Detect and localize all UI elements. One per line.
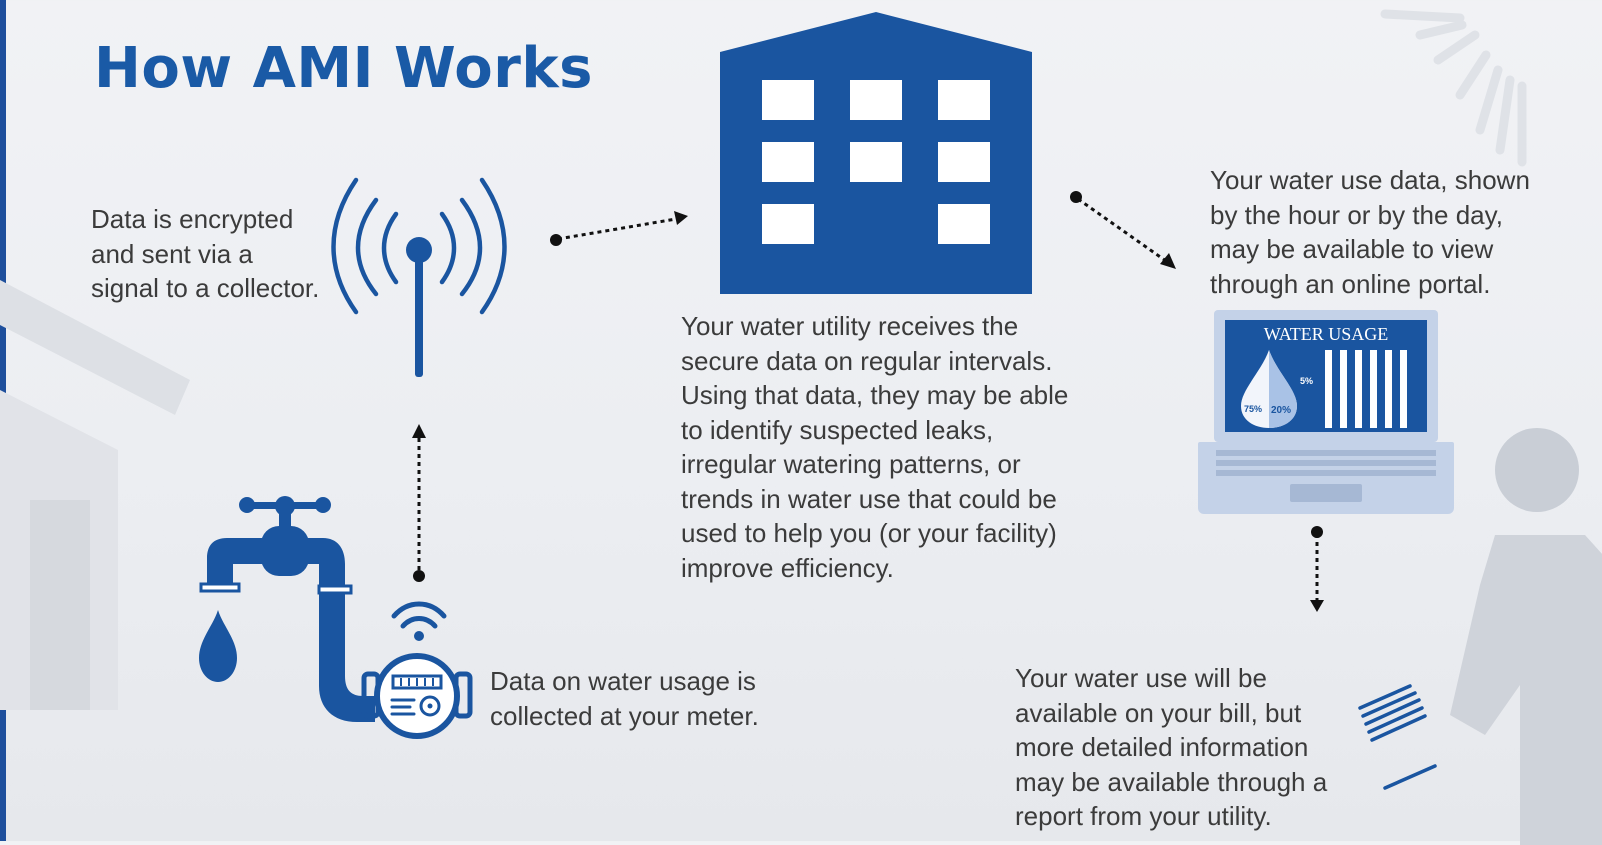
screen-title: WATER USAGE [1263, 324, 1389, 344]
antenna-icon [331, 177, 507, 377]
arrow-to-portal [1070, 191, 1176, 269]
laptop-icon: WATER USAGE 75% 20% 5% [1198, 310, 1454, 516]
wifi-icon [391, 601, 447, 641]
arrow-to-utility [550, 211, 688, 246]
building-icon [720, 12, 1032, 294]
arrow-to-collector [412, 424, 426, 582]
percent-20: 20% [1271, 405, 1292, 416]
sun-rays-icon [1380, 9, 1527, 167]
faucet-icon [199, 496, 375, 722]
person-silhouette-icon [1450, 428, 1602, 845]
portal-description: Your water use data, shown by the hour o… [1210, 165, 1530, 299]
bill-description: Your water use will be available on your… [1015, 663, 1328, 831]
water-drop-icon [1241, 350, 1297, 428]
laptop-screen: WATER USAGE 75% 20% 5% [1225, 320, 1427, 432]
laptop-base [1198, 442, 1454, 514]
water-meter-icon [361, 653, 473, 739]
utility-description: Your water utility receives the secure d… [681, 311, 1069, 583]
percent-75: 75% [1244, 404, 1263, 414]
laptop-screen-bezel: WATER USAGE 75% 20% 5% [1214, 310, 1438, 442]
arrow-to-bill [1310, 526, 1324, 612]
keyboard-keys [1216, 450, 1436, 476]
percent-5: 5% [1300, 376, 1314, 386]
house-silhouette-icon [0, 280, 190, 710]
usage-bars [1325, 350, 1407, 428]
meter-description: Data on water usage is collected at your… [490, 666, 759, 731]
signal-description: Data is encrypted and sent via a signal … [91, 204, 320, 303]
trackpad [1290, 484, 1362, 502]
document-lines-icon [1358, 684, 1437, 790]
page-title: How AMI Works [94, 36, 593, 101]
